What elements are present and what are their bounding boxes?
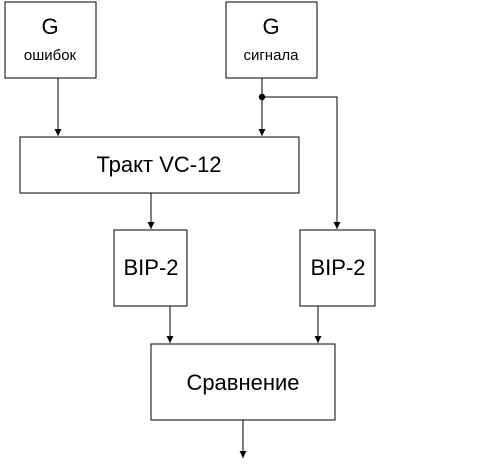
block-trakt: Тракт VC-12 <box>19 136 300 194</box>
block-signal-generator: G сигнала <box>225 1 318 79</box>
trakt-label: Тракт VC-12 <box>96 152 221 177</box>
compare-label: Сравнение <box>186 370 299 395</box>
arrow-junction-to-bip-right <box>262 96 341 229</box>
error-generator-label: ошибок <box>24 47 77 64</box>
bip-left-label: BIP-2 <box>123 255 178 280</box>
error-generator-symbol: G <box>41 14 58 39</box>
signal-generator-symbol: G <box>262 14 279 39</box>
signal-generator-label: сигнала <box>243 47 299 64</box>
bip-right-label: BIP-2 <box>310 255 365 280</box>
block-error-generator: G ошибок <box>4 1 97 79</box>
block-compare: Сравнение <box>150 343 336 421</box>
block-bip-left: BIP-2 <box>113 229 188 307</box>
block-bip-right: BIP-2 <box>299 229 376 307</box>
